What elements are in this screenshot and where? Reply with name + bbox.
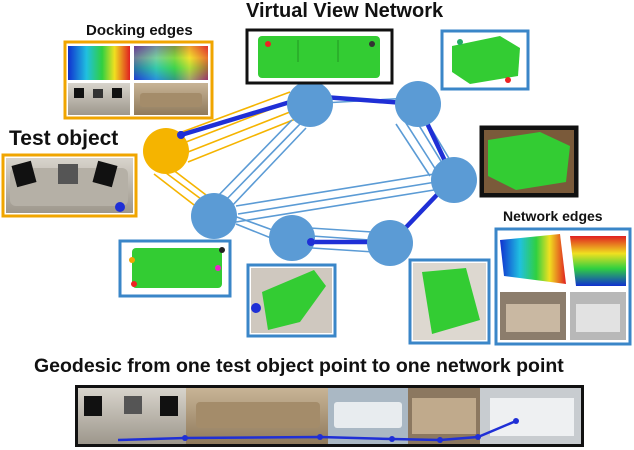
geodesic-strip [75,385,584,447]
test-object-photo [1,153,138,218]
docking-map-left [68,46,130,80]
view-thumb-bottom-middle [246,263,337,338]
view-thumb-bottom-right [408,258,491,345]
network-edges-panel [494,227,632,346]
network-node-5 [269,215,315,261]
label-test-object: Test object [9,127,119,150]
test-object-node [143,128,189,174]
view-thumb-top [245,28,394,85]
docking-edges-panel [63,40,214,120]
test-point-marker [115,202,125,212]
network-node-6 [367,220,413,266]
network-node-2 [395,81,441,127]
view-thumb-top-right [440,29,530,91]
label-network-edges: Network edges [503,208,603,224]
network-node-4 [191,193,237,239]
label-docking-edges: Docking edges [86,22,193,39]
network-point-marker [251,303,261,313]
view-thumb-left [118,239,232,298]
label-geodesic: Geodesic from one test object point to o… [34,355,564,377]
network-node-1 [287,81,333,127]
docking-photo-gray-sofa [68,83,130,115]
view-thumb-right [479,125,579,198]
network-node-3 [431,157,477,203]
label-virtual-view-network: Virtual View Network [246,0,444,22]
